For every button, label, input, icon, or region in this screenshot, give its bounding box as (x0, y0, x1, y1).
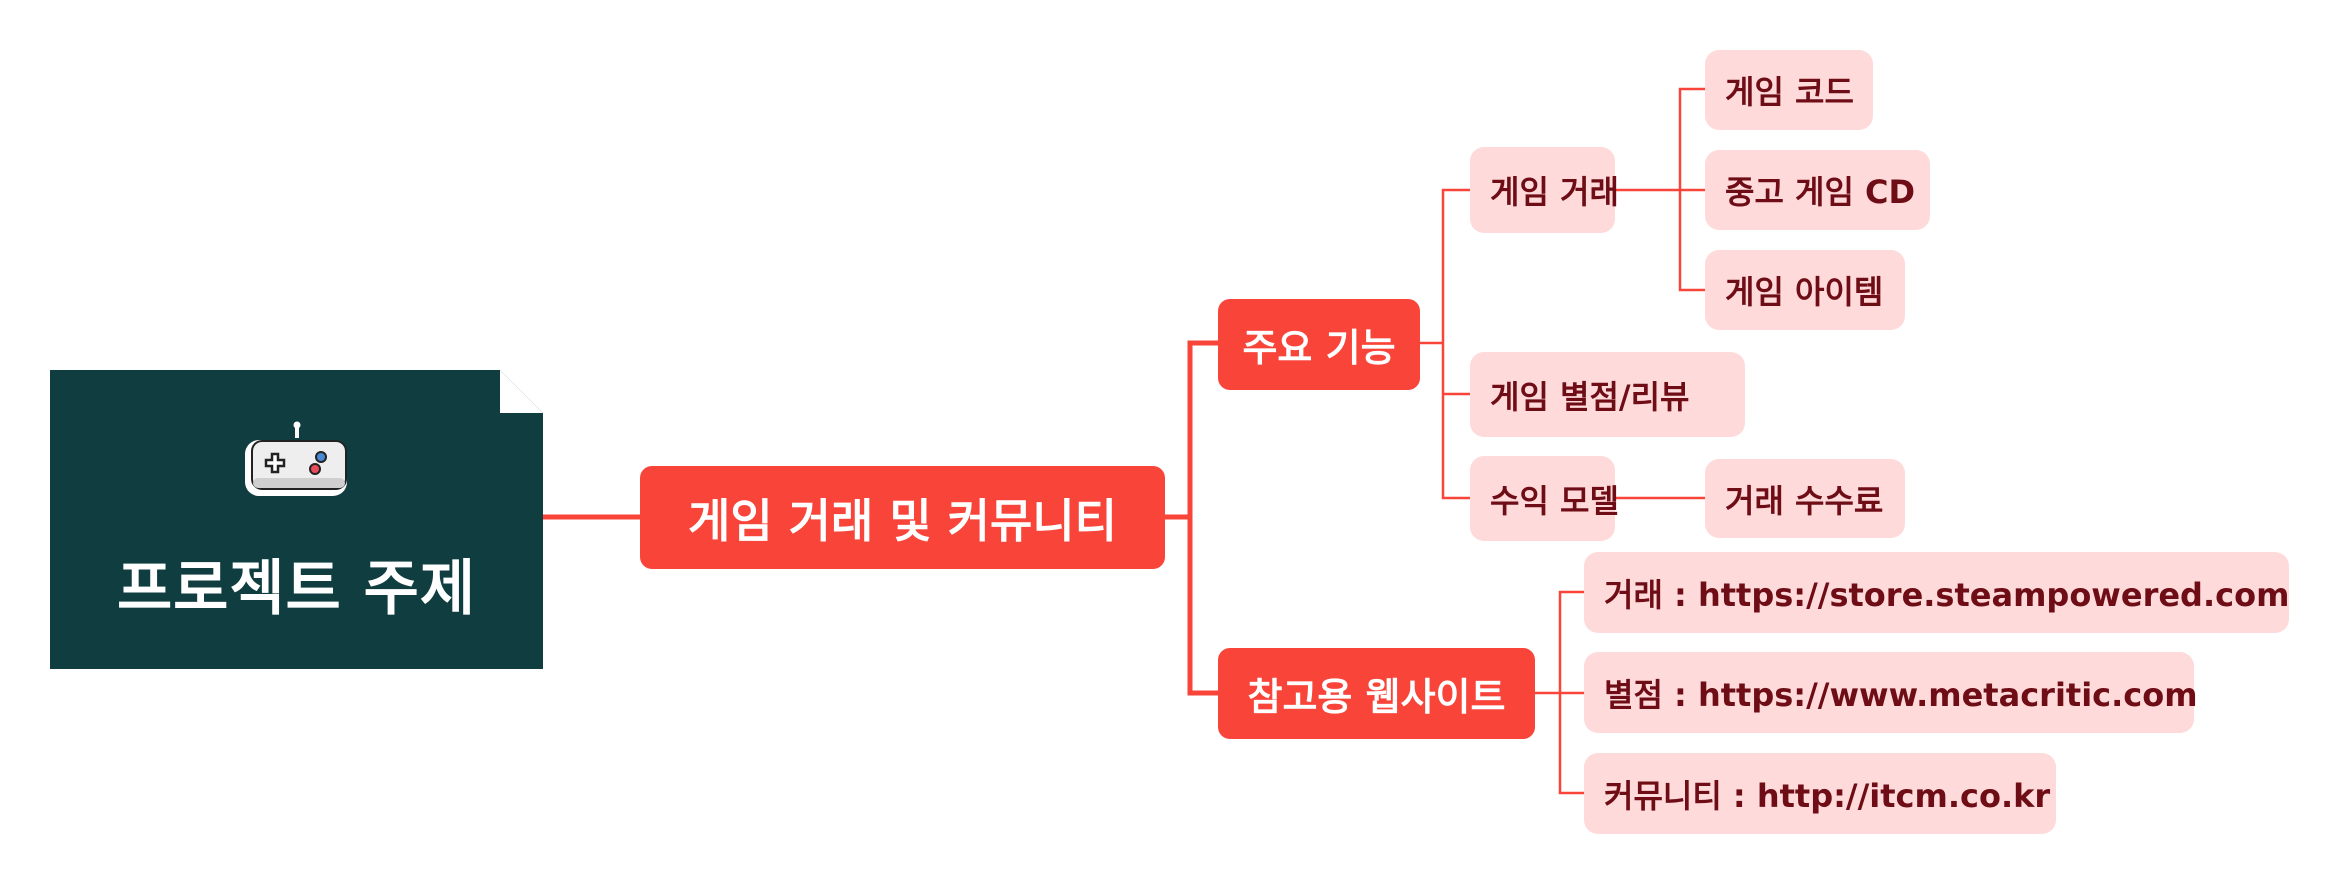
root-topic[interactable]: 프로젝트 주제 (50, 370, 543, 669)
main-topic[interactable]: 게임 거래 및 커뮤니티 (640, 466, 1165, 569)
connector-main-branches (1162, 340, 1221, 696)
branch-references[interactable]: 참고용 웹사이트 (1218, 648, 1535, 739)
topic-reference-rating[interactable]: 별점 : https://www.metacritic.com (1584, 652, 2198, 733)
connector-reference-items (1533, 590, 1586, 795)
gamepad-icon (243, 420, 351, 504)
branch-features[interactable]: 주요 기능 (1218, 299, 1420, 390)
topic-reference-community[interactable]: 커뮤니티 : http://itcm.co.kr (1584, 753, 2056, 834)
topic-reference-trade[interactable]: 거래 : https://store.steampowered.com (1584, 552, 2289, 633)
root-title: 프로젝트 주제 (116, 554, 477, 624)
topic-game-code[interactable]: 게임 코드 (1705, 50, 1873, 130)
topic-game-trade[interactable]: 게임 거래 (1470, 147, 1619, 233)
topic-revenue-model[interactable]: 수익 모델 (1470, 456, 1619, 541)
topic-game-item[interactable]: 게임 아이템 (1705, 250, 1905, 330)
connector-features-sub (1418, 188, 1472, 500)
topic-game-rating-review[interactable]: 게임 별점/리뷰 (1470, 352, 1745, 437)
topic-trade-fee[interactable]: 거래 수수료 (1705, 459, 1905, 538)
topic-used-game-cd[interactable]: 중고 게임 CD (1705, 150, 1930, 230)
connector-trade-items (1613, 87, 1707, 292)
